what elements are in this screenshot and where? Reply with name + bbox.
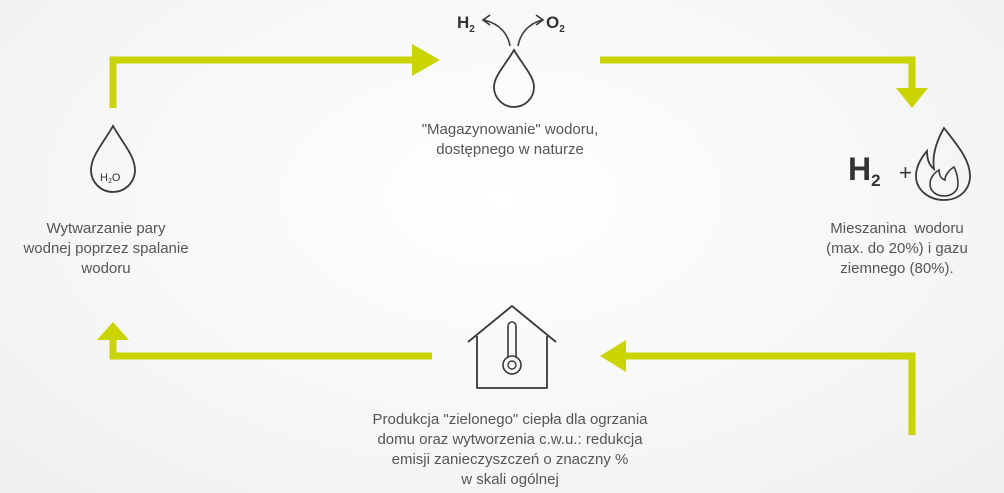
flame-inner-icon xyxy=(929,165,959,197)
steam-icon-group: H2O xyxy=(90,124,136,193)
mix-label: Mieszanina wodoru (max. do 20%) i gazu z… xyxy=(790,219,1004,279)
heat-label-line: w skali ogólnej xyxy=(461,471,559,488)
steam-label-line: Wytwarzanie pary xyxy=(46,220,166,237)
storage-formula-h2: H2 xyxy=(457,13,475,35)
heat-label-line: domu oraz wytworzenia c.w.u.: redukcja xyxy=(377,431,643,448)
arrowhead-right-icon xyxy=(535,14,545,26)
arrow-heat-to-steam xyxy=(109,340,432,360)
storage-formula-o2: O2 xyxy=(546,13,565,35)
steam-label: Wytwarzanie pary wodnej poprzez spalanie… xyxy=(0,219,212,279)
arrowhead-heat-to-steam xyxy=(97,322,129,340)
mix-formula-h2: H2 xyxy=(848,151,881,190)
water-drop-icon xyxy=(90,124,136,193)
arrowhead-steam-to-storage xyxy=(412,44,440,76)
mix-label-line: (max. do 20%) i gazu xyxy=(826,240,968,257)
arrowhead-left-icon xyxy=(481,14,491,26)
mix-label-line: Mieszanina wodoru xyxy=(830,220,964,237)
storage-label-line: "Magazynowanie" wodoru, xyxy=(421,121,599,138)
cycle-arrows xyxy=(97,44,928,435)
arrow-storage-to-mix xyxy=(600,56,916,90)
mix-label-line: ziemnego (80%). xyxy=(840,260,954,277)
steam-label-line: wodnej poprzez spalanie xyxy=(23,240,189,257)
heat-label-line: Produkcja "zielonego" ciepła dla ogrzani… xyxy=(372,411,648,428)
thermometer-icon xyxy=(507,321,517,358)
thermometer-bulb-inner-icon xyxy=(507,360,517,370)
heat-icon-group xyxy=(467,305,557,389)
flame-icon xyxy=(915,126,971,201)
house-thermometer-icon xyxy=(467,305,557,389)
arrow-mix-to-heat xyxy=(622,352,916,435)
water-drop-icon xyxy=(493,48,535,108)
arrowhead-mix-to-heat xyxy=(600,340,626,372)
storage-label: "Magazynowanie" wodoru, dostępnego w nat… xyxy=(350,120,670,160)
storage-icon-group: H2 O2 xyxy=(457,13,565,108)
mix-icon-group: H2 + xyxy=(848,126,971,201)
curved-arrow-left-icon xyxy=(483,19,511,47)
storage-label-line: dostępnego w naturze xyxy=(436,141,584,158)
arrowhead-storage-to-mix xyxy=(896,88,928,108)
heat-label-line: emisji zanieczyszczeń o znaczny % xyxy=(391,451,629,468)
thermometer-bulb-icon xyxy=(502,355,522,375)
arrow-steam-to-storage xyxy=(109,56,418,108)
mix-plus: + xyxy=(899,160,912,185)
steam-label-line: wodoru xyxy=(81,260,131,277)
steam-formula-h2o: H2O xyxy=(100,172,121,185)
heat-label: Produkcja "zielonego" ciepła dla ogrzani… xyxy=(300,410,720,490)
curved-arrow-right-icon xyxy=(517,19,543,47)
